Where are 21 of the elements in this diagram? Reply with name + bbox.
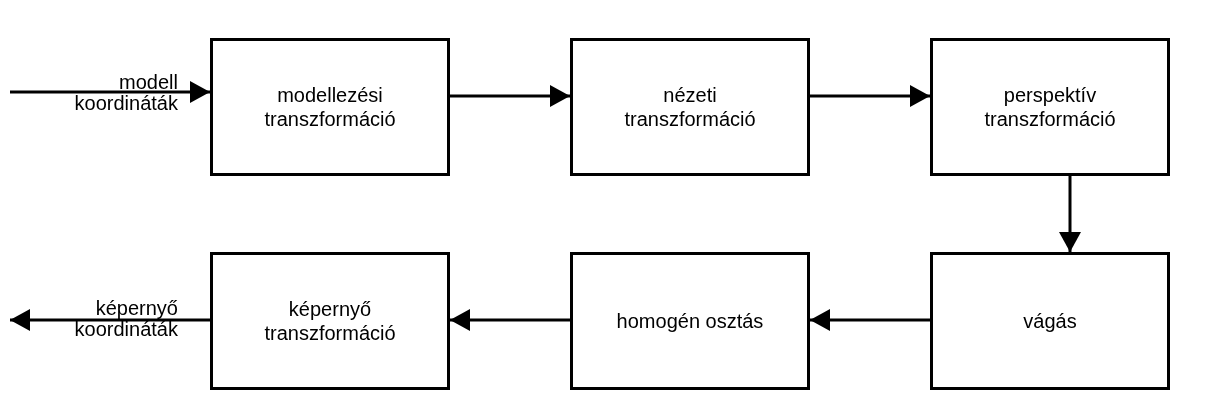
box-label: homogén osztás: [615, 309, 765, 333]
process-box: [570, 38, 810, 176]
arrow: [450, 85, 570, 107]
box-label: vágás: [1022, 309, 1078, 333]
arrow: [10, 309, 210, 331]
box-label: perspektív transzformáció: [983, 83, 1117, 131]
arrow: [1059, 176, 1081, 252]
process-box: [570, 252, 810, 390]
arrow: [10, 81, 210, 103]
arrow: [450, 309, 570, 331]
edge-label: képernyő koordináták: [73, 298, 178, 340]
process-box: [210, 252, 450, 390]
arrow: [810, 309, 930, 331]
box-label: képernyő transzformáció: [263, 297, 397, 345]
arrow: [810, 85, 930, 107]
box-label: nézeti transzformáció: [623, 83, 757, 131]
process-box: [210, 38, 450, 176]
process-box: [930, 252, 1170, 390]
edge-label: modell koordináták: [73, 72, 178, 114]
box-label: modellezési transzformáció: [263, 83, 397, 131]
process-box: [930, 38, 1170, 176]
